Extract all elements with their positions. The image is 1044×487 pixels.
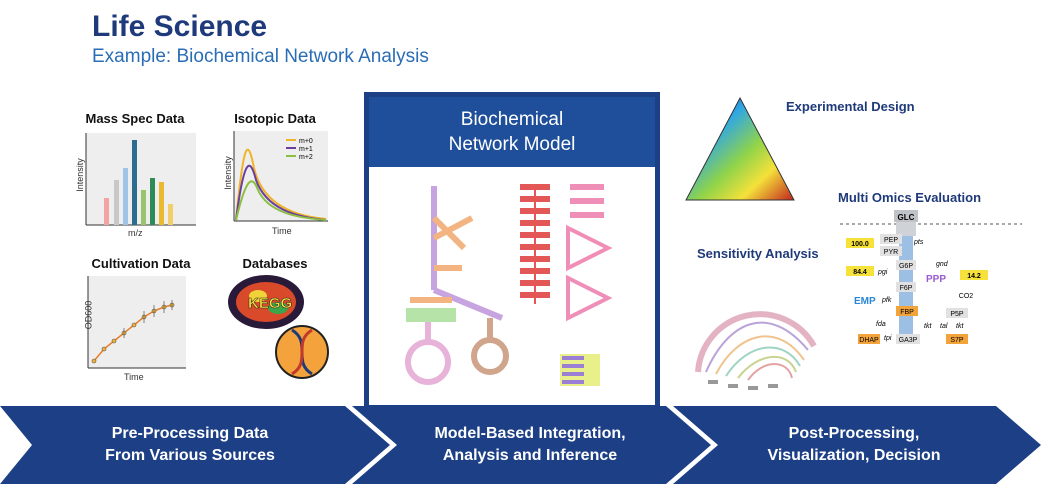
mass-spec-chart xyxy=(85,133,196,226)
mass-spec-ylabel: Intensity xyxy=(74,158,85,192)
pathway-emp: EMP xyxy=(854,296,876,307)
isotopic-xlabel: Time xyxy=(272,226,292,236)
mass-spec-xlabel: m/z xyxy=(128,228,143,238)
multi-omics-network: GLC PEP PYR 100.0 pts G6P gnd 84.4 pgi P… xyxy=(840,210,1022,344)
enzyme-pts: pts xyxy=(913,239,924,246)
enzyme-tpi: tpi xyxy=(884,335,892,342)
enzyme-gnd: gnd xyxy=(936,261,949,268)
page-title: Life Science xyxy=(92,10,268,43)
iso-legend-2: m+2 xyxy=(299,154,313,161)
node-pyr: PYR xyxy=(884,249,898,256)
kegg-logo: KEGG xyxy=(248,295,292,312)
node-fbp: FBP xyxy=(900,309,914,316)
node-p5p: P5P xyxy=(950,311,964,318)
enzyme-tkt-2: tkt xyxy=(956,323,964,330)
arrow-3-line2: Visualization, Decision xyxy=(767,447,941,464)
ms-bar xyxy=(168,204,173,225)
node-f6p: F6P xyxy=(900,285,913,292)
node-pep: PEP xyxy=(884,237,898,244)
experimental-design-title: Experimental Design xyxy=(786,99,915,114)
arrow-2 xyxy=(352,406,711,484)
databases-illustration: KEGG xyxy=(228,275,329,379)
arrow-2-label: Model-Based Integration, Analysis and In… xyxy=(395,423,665,467)
ms-bar xyxy=(104,198,109,225)
enzyme-fda: fda xyxy=(876,321,886,328)
ms-bar xyxy=(159,182,164,225)
enzyme-tal: tal xyxy=(940,323,948,330)
isotopic-ylabel: Intensity xyxy=(222,156,233,190)
ms-bar xyxy=(114,180,119,225)
cultivation-chart xyxy=(87,276,186,369)
cultivation-title: Cultivation Data xyxy=(91,256,191,271)
arrow-1 xyxy=(0,406,390,484)
multi-omics-title: Multi Omics Evaluation xyxy=(838,190,982,205)
arrow-3 xyxy=(673,406,1041,484)
isotopic-title: Isotopic Data xyxy=(234,111,316,126)
pathway-ppp: PPP xyxy=(926,274,946,285)
ms-bar xyxy=(141,190,146,225)
network-model-graph xyxy=(405,184,613,386)
ms-bar xyxy=(132,140,137,225)
node-glc: GLC xyxy=(898,213,915,222)
enzyme-pfk: pfk xyxy=(881,297,892,304)
ms-bar xyxy=(123,168,128,225)
databases-title: Databases xyxy=(242,256,308,271)
arrow-1-line2: From Various Sources xyxy=(105,447,275,464)
arrow-2-line2: Analysis and Inference xyxy=(442,447,618,464)
node-g6p: G6P xyxy=(899,263,913,270)
network-model-header: Biochemical Network Model xyxy=(369,97,655,167)
network-model-title-line2: Network Model xyxy=(448,134,576,155)
cultivation-ylabel: OD600 xyxy=(83,300,94,330)
isotopic-chart: m+0 m+1 m+2 xyxy=(233,131,328,222)
value-pts: 100.0 xyxy=(851,241,869,248)
mass-spec-title: Mass Spec Data xyxy=(85,111,185,126)
node-ga3p: GA3P xyxy=(899,337,918,344)
enzyme-pgi: pgi xyxy=(877,269,888,276)
node-co2: CO2 xyxy=(959,293,974,300)
enzyme-tkt: tkt xyxy=(924,323,932,330)
arrow-1-label: Pre-Processing Data From Various Sources xyxy=(40,423,340,467)
arrow-2-line1: Model-Based Integration, xyxy=(434,425,626,442)
value-pgi: 84.4 xyxy=(853,269,867,276)
node-s7p: S7P xyxy=(950,337,964,344)
node-dhap: DHAP xyxy=(859,337,879,344)
arrow-3-line1: Post-Processing, xyxy=(788,425,920,442)
cultivation-xlabel: Time xyxy=(124,372,144,382)
sensitivity-title: Sensitivity Analysis xyxy=(697,246,819,261)
arrow-3-label: Post-Processing, Visualization, Decision xyxy=(714,423,994,467)
page-subtitle: Example: Biochemical Network Analysis xyxy=(92,46,429,67)
sensitivity-chord xyxy=(695,311,817,390)
iso-legend-1: m+1 xyxy=(299,146,313,153)
ternary-plot xyxy=(685,96,795,201)
ms-bar xyxy=(150,178,155,225)
arrow-1-line1: Pre-Processing Data xyxy=(111,425,269,442)
iso-legend-0: m+0 xyxy=(299,138,313,145)
network-model-title-line1: Biochemical xyxy=(460,109,564,130)
process-arrows xyxy=(0,406,1041,484)
value-ppp: 14.2 xyxy=(967,273,981,280)
